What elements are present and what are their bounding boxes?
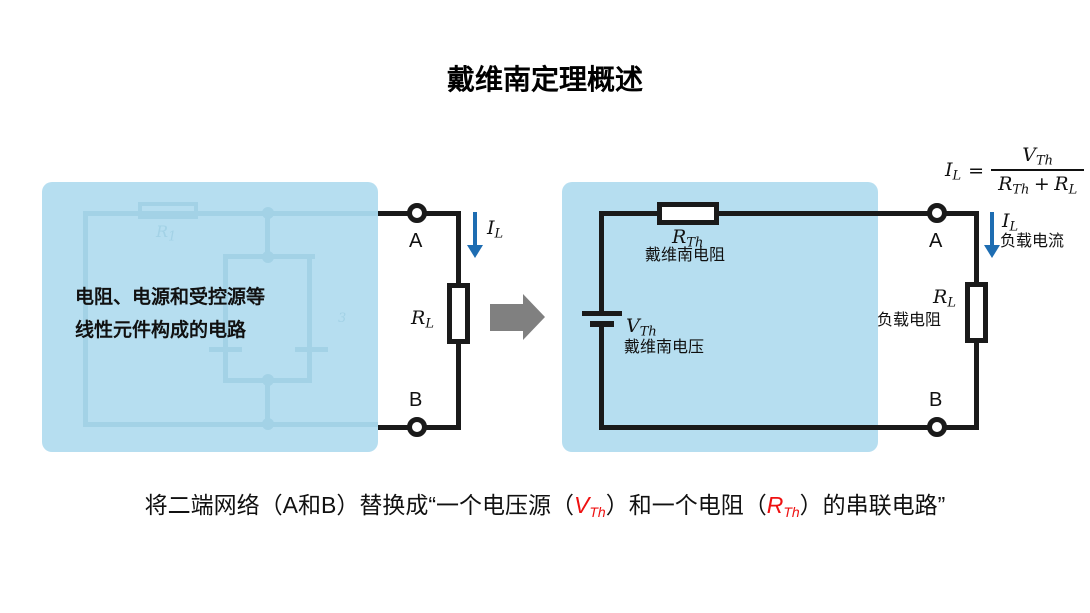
battery-long-plate-icon [582,311,622,316]
load-resistor-left-label: RL [411,307,434,332]
current-right-symbol: IL [1002,210,1019,235]
terminal-b-left-icon [407,417,427,437]
right-right-wire-lower [974,341,979,430]
transform-arrowhead-icon [523,294,545,340]
network-description-line2: 线性元件构成的电路 [75,320,247,341]
caption-vth-symbol: VTh [574,492,606,521]
right-bottom-wire [599,425,979,430]
terminal-a-right-label: A [929,230,943,252]
right-left-wire-upper [599,211,604,313]
formula-lhs: IL [945,158,962,183]
caption-seg1: 将二端网络（A和B）替换成“一个电压源（ [144,492,574,518]
caption: 将二端网络（A和B）替换成“一个电压源（VTh）和一个电阻（RTh）的串联电路” [0,486,1090,520]
load-resistor-right-label: 负载电阻 [877,312,942,329]
current-arrowhead-right-icon [984,245,1000,258]
terminal-a-left-icon [407,203,427,223]
thevenin-resistor-icon [657,202,719,225]
faint-resistor-label: R1 [156,222,177,245]
faint-extra-label: 3 [338,311,347,326]
right-top-wire-right-seg [717,211,979,216]
left-right-wire-upper [456,211,461,285]
thevenin-panel [562,182,878,452]
load-resistor-right-symbol: RL [933,286,956,311]
formula-denominator: RTh + RL [991,169,1085,197]
original-network-panel: R1 3 电阻、电源和受控源等 线性元件构成的电路 [42,182,378,452]
thevenin-voltage-symbol: VTh [626,315,657,340]
network-description-line1: 电阻、电源和受控源等 [75,287,266,308]
current-arrow-right-icon [990,212,994,247]
right-right-wire-upper [974,211,979,284]
terminal-b-left-label: B [409,389,423,411]
right-top-wire-left-seg [599,211,659,216]
caption-seg3: ）的串联电路” [799,492,946,518]
caption-seg2: ）和一个电阻（ [605,492,767,518]
current-arrow-left-icon [473,212,477,247]
terminal-b-right-label: B [929,389,943,411]
load-resistor-right-icon [965,282,988,343]
terminal-a-left-label: A [409,230,423,252]
formula-numerator: VTh [1022,144,1054,169]
transform-arrow-icon [490,304,523,331]
formula-equals: = [968,160,985,183]
right-left-wire-lower [599,327,604,430]
page-title: 戴维南定理概述 [446,64,643,95]
current-right-label: 负载电流 [1000,233,1065,250]
thevenin-resistance-label: 戴维南电阻 [645,247,726,264]
left-right-wire-lower [456,341,461,430]
terminal-a-right-icon [927,203,947,223]
load-current-formula: IL = VTh RTh + RL [945,144,1085,197]
thevenin-voltage-label: 戴维南电压 [624,339,705,356]
current-arrowhead-left-icon [467,245,483,258]
current-left-label: IL [487,217,504,242]
load-resistor-left-icon [447,283,470,344]
thevenin-resistance-symbol: RTh [672,226,704,251]
faint-resistor-icon [138,202,198,219]
caption-rth-symbol: RTh [766,492,800,521]
battery-short-plate-icon [590,321,614,327]
terminal-b-right-icon [927,417,947,437]
formula-fraction: VTh RTh + RL [991,144,1085,197]
